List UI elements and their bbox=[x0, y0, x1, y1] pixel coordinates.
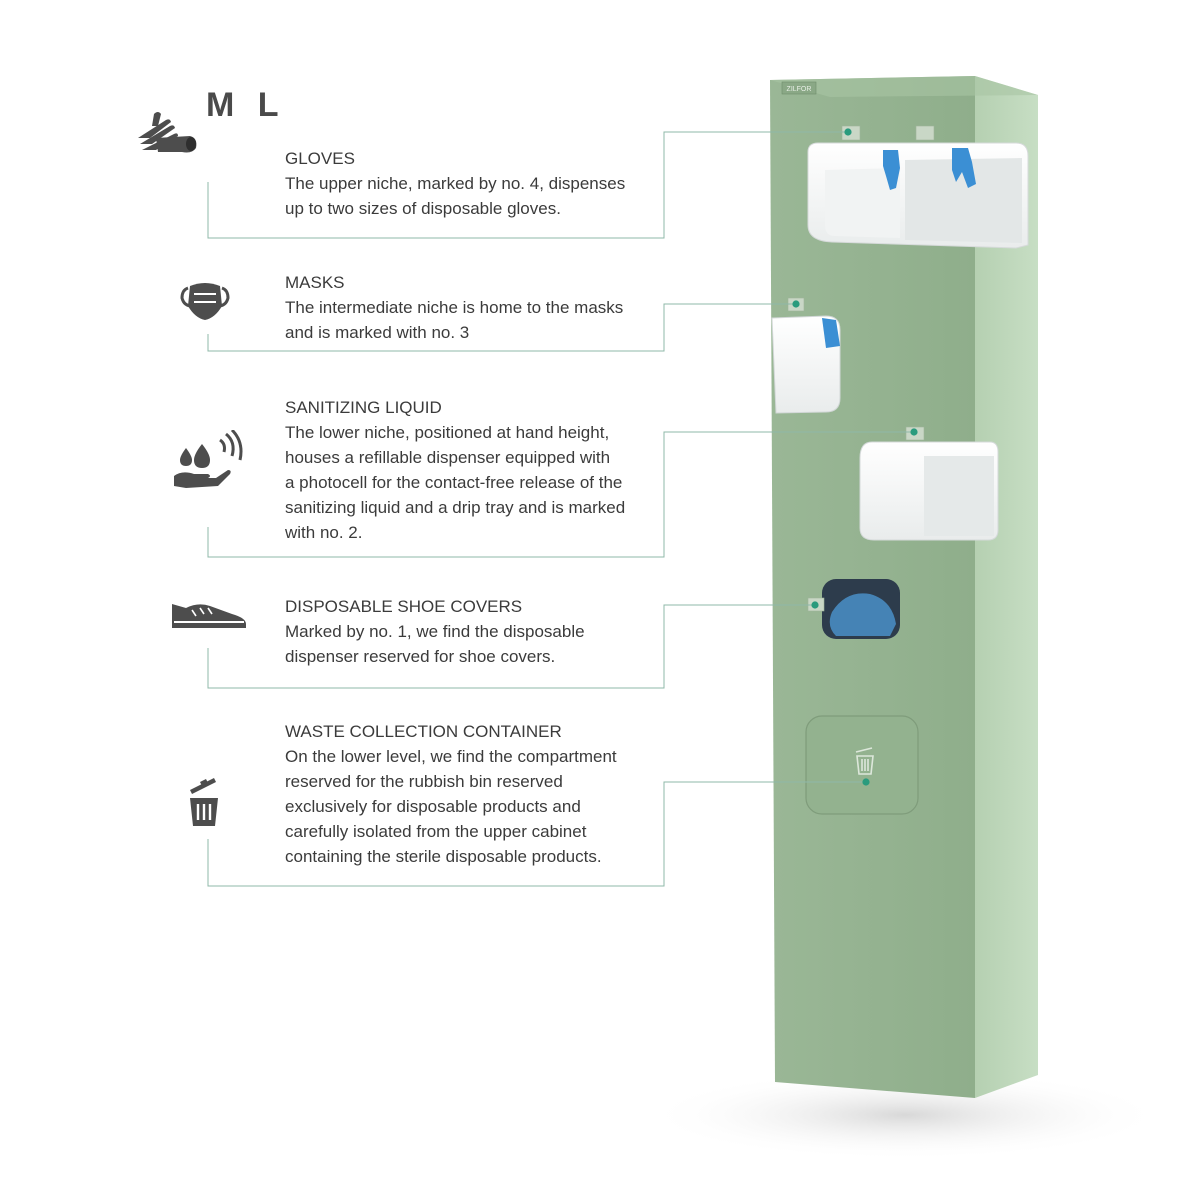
section-description: The intermediate niche is home to the ma… bbox=[285, 298, 624, 342]
mask-icon bbox=[180, 283, 230, 320]
section-sanitizing-liquid: SANITIZING LIQUID The lower niche, posit… bbox=[285, 395, 665, 545]
section-title: WASTE COLLECTION CONTAINER bbox=[285, 722, 562, 741]
brand-plate-text: ZILFOR bbox=[787, 86, 812, 93]
cabinet-top-face bbox=[770, 76, 1038, 97]
brand-plate bbox=[781, 81, 817, 95]
leader-lines bbox=[207, 131, 914, 887]
section-gloves: GLOVES The upper niche, marked by no. 4,… bbox=[285, 146, 665, 221]
section-waste-container: WASTE COLLECTION CONTAINER On the lower … bbox=[285, 719, 665, 869]
gloves-niche bbox=[807, 125, 1029, 249]
sanitizer-niche bbox=[859, 426, 999, 541]
waste-door bbox=[805, 715, 919, 815]
section-description: Marked by no. 1, we find the disposable … bbox=[285, 622, 585, 666]
leader-dots bbox=[792, 128, 918, 786]
section-title: DISPOSABLE SHOE COVERS bbox=[285, 597, 523, 616]
cabinet-side-face bbox=[975, 76, 1038, 1098]
section-title: GLOVES bbox=[285, 149, 355, 168]
gloves-icon bbox=[138, 112, 197, 153]
section-shoe-covers: DISPOSABLE SHOE COVERS Marked by no. 1, … bbox=[285, 594, 665, 669]
shoe-covers-opening bbox=[807, 579, 900, 639]
section-description: On the lower level, we find the compartm… bbox=[285, 747, 617, 866]
section-description: The lower niche, positioned at hand heig… bbox=[285, 423, 626, 542]
section-title: MASKS bbox=[285, 273, 345, 292]
trash-bin-icon bbox=[190, 778, 218, 826]
shoe-icon bbox=[172, 604, 246, 628]
floor-shadow bbox=[645, 1070, 1165, 1160]
section-title: SANITIZING LIQUID bbox=[285, 398, 442, 417]
masks-niche bbox=[771, 297, 841, 414]
sanitizer-hand-icon bbox=[174, 430, 243, 488]
glove-size-label: M L bbox=[206, 86, 286, 124]
section-description: The upper niche, marked by no. 4, dispen… bbox=[285, 174, 626, 218]
section-masks: MASKS The intermediate niche is home to … bbox=[285, 270, 665, 345]
